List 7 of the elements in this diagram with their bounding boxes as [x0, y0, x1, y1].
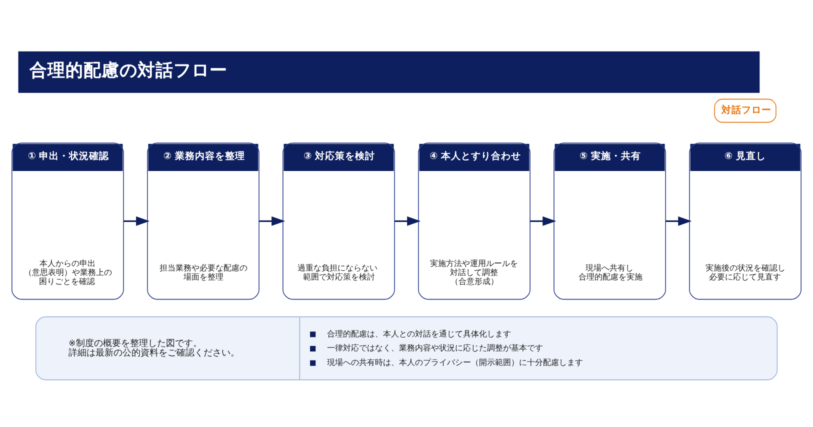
- arrow: [394, 216, 421, 226]
- arrow: [259, 216, 286, 226]
- arrow: [530, 216, 556, 226]
- arrow: [666, 216, 692, 226]
- arrow: [124, 216, 150, 226]
- label: 対話フロー: [721, 104, 772, 116]
- diagram-title: 合理的配慮の対話フロー: [29, 60, 228, 80]
